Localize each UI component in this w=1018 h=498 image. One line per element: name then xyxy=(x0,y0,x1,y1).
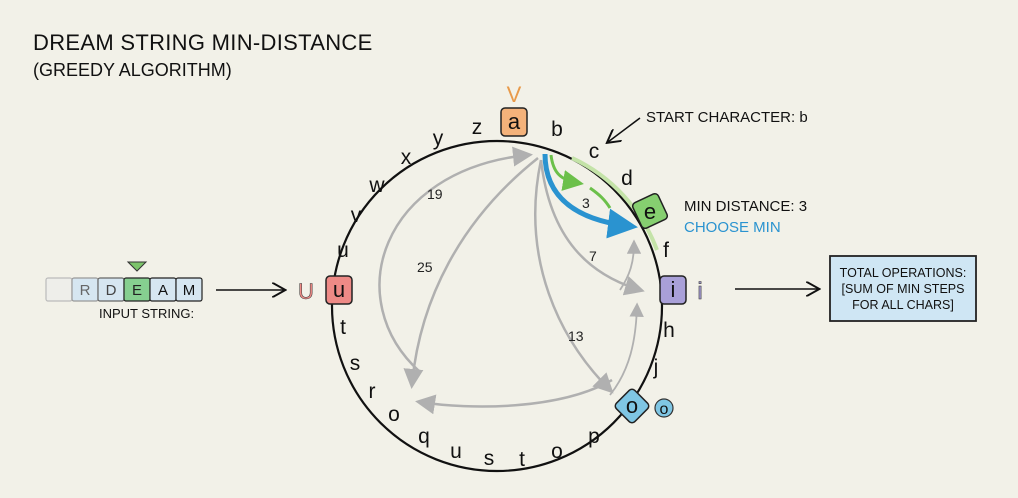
ring-letter: x xyxy=(401,146,412,169)
vowel-a: a xyxy=(508,109,521,134)
arrow-13 xyxy=(534,159,614,394)
total-operations-box xyxy=(829,255,977,322)
ring-letter: s xyxy=(350,352,361,375)
choose-min-label: CHOOSE MIN xyxy=(684,219,781,236)
vowel-box-a xyxy=(500,107,528,137)
ring-letter: r xyxy=(369,380,376,403)
ring-letter: u xyxy=(450,440,462,463)
vowel-o: o xyxy=(626,393,638,418)
ring-letter: d xyxy=(621,167,633,190)
input-cell xyxy=(175,277,203,302)
arrow-25 xyxy=(403,157,539,389)
ring-letter: c xyxy=(589,140,600,163)
vowel-i-alt: i xyxy=(697,278,702,305)
distance-label: 3 xyxy=(582,195,590,211)
distance-label: 7 xyxy=(589,248,597,264)
arrow-right-upper xyxy=(619,239,642,291)
input-char: M xyxy=(183,282,196,299)
arrow-7 xyxy=(539,159,645,296)
vowel-i: i xyxy=(671,277,676,302)
current-pointer-icon xyxy=(126,261,148,272)
ring-letter: u xyxy=(337,239,349,262)
arrow-right-lower xyxy=(609,302,644,396)
distance-label: 19 xyxy=(427,186,443,202)
input-string-label: INPUT STRING: xyxy=(99,306,194,321)
min-arrow-green xyxy=(549,154,584,191)
vowel-box-o xyxy=(614,388,650,424)
vowel-box-i xyxy=(659,275,687,305)
vowel-u-alt: U xyxy=(298,279,314,304)
page-subtitle: (GREEDY ALGORITHM) xyxy=(33,60,232,80)
distance-label: 13 xyxy=(568,328,584,344)
vowel-e: e xyxy=(644,199,656,224)
start-character-label: START CHARACTER: b xyxy=(646,109,808,126)
min-distance-label: MIN DISTANCE: 3 xyxy=(684,198,807,215)
ring-letter: t xyxy=(519,448,525,471)
vowel-box-u xyxy=(325,275,353,305)
total-line: TOTAL OPERATIONS: xyxy=(840,266,967,280)
green-highlight-arc xyxy=(571,156,659,251)
arrow-19 xyxy=(378,146,533,373)
vowel-o-alt-bg xyxy=(654,398,674,418)
distance-label: 25 xyxy=(417,259,433,275)
input-cell xyxy=(45,277,73,302)
start-pointer-arrow xyxy=(608,117,641,142)
input-char: R xyxy=(80,282,91,299)
ring-letter: y xyxy=(433,127,444,150)
ring-letter: o xyxy=(551,440,563,463)
ring-letter: p xyxy=(588,425,600,448)
arrow-bottom xyxy=(415,378,613,415)
ring-letter: j xyxy=(653,356,659,379)
ring-letter-start: b xyxy=(551,118,563,141)
page-title: DREAM STRING MIN-DISTANCE xyxy=(33,30,373,55)
vowel-o-alt: o xyxy=(660,401,669,418)
min-arrow-blue xyxy=(542,153,638,239)
ring-letter: f xyxy=(663,239,669,262)
input-char: E xyxy=(132,282,142,299)
ring-letter: v xyxy=(351,204,362,227)
total-line: [SUM OF MIN STEPS xyxy=(842,282,965,296)
vowel-a-alt: V xyxy=(507,82,522,107)
alphabet-ring xyxy=(330,139,664,473)
vowel-u: u xyxy=(333,277,345,302)
ring-letter: o xyxy=(388,403,400,426)
ring-letter: z xyxy=(472,116,483,139)
ring-letter: w xyxy=(368,174,385,197)
input-char: D xyxy=(106,282,117,299)
input-char: A xyxy=(158,282,168,299)
ring-letter: s xyxy=(484,447,495,470)
min-arrow-green-dash xyxy=(589,186,612,209)
vowel-box-e xyxy=(631,192,669,230)
input-string: R D E A M INPUT STRING: xyxy=(45,261,203,321)
total-line: FOR ALL CHARS] xyxy=(852,298,954,312)
ring-letter: t xyxy=(340,316,346,339)
ring-letter: q xyxy=(418,425,430,448)
ring-letter: h xyxy=(663,319,675,342)
